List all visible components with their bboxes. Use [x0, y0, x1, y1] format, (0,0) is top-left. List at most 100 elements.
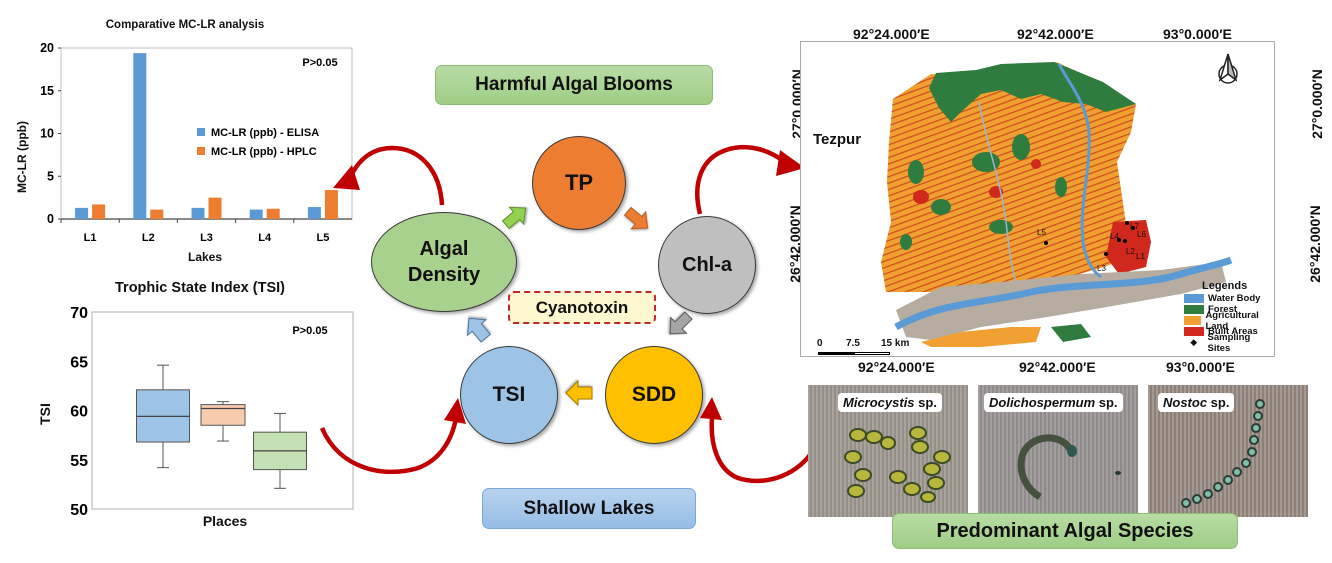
- site-label-l1: L1: [1136, 252, 1145, 261]
- built-swatch: [1184, 327, 1204, 336]
- forest-patches: [900, 134, 1067, 250]
- lat-label-right-1: 27°0.000′N: [1309, 69, 1325, 139]
- y-tick-label: 0: [47, 212, 54, 226]
- predominant-species-banner: Predominant Algal Species: [892, 513, 1238, 549]
- site-label-l7: L7: [1130, 222, 1139, 231]
- x-tick-label: L3: [200, 232, 213, 244]
- node-sdd: SDD: [605, 346, 703, 444]
- bar-elisa-l5: [307, 207, 321, 219]
- map-legend: Legends Water Body Forest Agricultural L…: [1184, 280, 1274, 354]
- label-nostoc: Nostoc sp.: [1158, 393, 1235, 412]
- lon-label-top-2: 92°42.000′E: [1017, 26, 1094, 42]
- node-tsi: TSI: [460, 346, 558, 444]
- map-frame: L5 L4 L7 L6 L2 L1 L3 Tezpur 0 7.5 15 km …: [800, 41, 1275, 357]
- bar-hplc-l4: [266, 208, 280, 219]
- legend-swatch: [197, 147, 205, 155]
- genus-dolichospermum: Dolichospermum: [989, 395, 1096, 410]
- lon-label-top-1: 92°24.000′E: [853, 26, 930, 42]
- y-tick-label: 65: [70, 354, 88, 371]
- legend-swatch: [197, 128, 205, 136]
- node-tp-label: TP: [564, 170, 594, 195]
- block-arrow-sdd-to-tsi: [565, 379, 593, 407]
- forest-swatch: [1184, 305, 1204, 314]
- cyanotoxin-label: Cyanotoxin: [535, 297, 629, 317]
- tsi-chart-title: Trophic State Index (TSI): [115, 280, 285, 296]
- x-tick-label: L5: [316, 232, 329, 244]
- harmful-algal-blooms-text: Harmful Algal Blooms: [475, 74, 673, 95]
- node-tsi-label: TSI: [492, 383, 526, 406]
- tsi-x-label: Places: [202, 513, 248, 529]
- water-swatch: [1184, 294, 1204, 303]
- bar-hplc-l1: [92, 204, 106, 219]
- land-use-map: [881, 62, 1233, 347]
- node-chla: Chl-a: [658, 216, 756, 314]
- legend-label-sites: Sampling Sites: [1207, 331, 1251, 354]
- label-dolichospermum: Dolichospermum sp.: [984, 393, 1123, 412]
- micrograph-nostoc: Nostoc sp.: [1148, 385, 1308, 517]
- node-chla-label: Chl-a: [682, 253, 732, 276]
- box-2: [200, 404, 246, 426]
- legend-item-forest: Forest: [1184, 304, 1274, 315]
- block-arrow-tsi-to-algal: [466, 317, 492, 343]
- scale-7-5: 7.5: [846, 338, 860, 349]
- bar-hplc-l3: [208, 197, 222, 219]
- legend-label-built: Built Areas: [1208, 326, 1258, 337]
- legend-label-agri: Agricultural Land: [1205, 309, 1259, 332]
- lon-label-bottom-2: 92°42.000′E: [1019, 359, 1096, 375]
- south-forest: [1051, 324, 1091, 342]
- node-sdd-label: SDD: [631, 383, 677, 406]
- y-tick-label: 60: [70, 404, 88, 421]
- node-algal-density: Algal Density: [371, 212, 517, 312]
- bar-hplc-l2: [150, 209, 164, 219]
- dolichospermum-filament: [1017, 434, 1121, 501]
- site-label-l2: L2: [1126, 247, 1135, 256]
- label-microcystis: Microcystis sp.: [838, 393, 942, 412]
- lon-label-top-3: 93°0.000′E: [1163, 26, 1232, 42]
- bar-elisa-l3: [191, 207, 205, 219]
- legend-label: MC-LR (ppb) - ELISA: [211, 127, 319, 139]
- y-tick-label: 5: [47, 169, 54, 183]
- river-west: [978, 101, 1017, 283]
- mclr-chart: Comparative MC-LR analysis MC-LR (ppb) L…: [0, 0, 360, 270]
- built-areas: [913, 159, 1151, 274]
- plot-area: [91, 311, 354, 510]
- bar-elisa-l4: [249, 209, 263, 219]
- genus-nostoc: Nostoc: [1163, 395, 1208, 410]
- block-arrow-algal-to-tp: [501, 206, 527, 230]
- harmful-algal-blooms-banner: Harmful Algal Blooms: [435, 65, 713, 105]
- legend-label-water: Water Body: [1208, 293, 1261, 304]
- suffix-sp: sp.: [1207, 395, 1230, 410]
- node-tp: TP: [532, 136, 626, 230]
- y-tick-label: 50: [70, 502, 88, 519]
- sampling-site-icon: ◆: [1190, 337, 1198, 347]
- site-label-l3: L3: [1097, 264, 1106, 273]
- x-tick-label: L2: [142, 232, 155, 244]
- node-algal-label-2: Density: [407, 264, 481, 286]
- site-label-l6: L6: [1137, 230, 1146, 239]
- bar-elisa-l1: [75, 207, 89, 219]
- nostoc-filament: [1181, 399, 1265, 508]
- legend-label-forest: Forest: [1208, 304, 1238, 315]
- y-tick-label: 70: [70, 305, 88, 322]
- node-algal-label-1: Algal: [419, 238, 469, 260]
- place-label-tezpur: Tezpur: [813, 131, 862, 148]
- micrograph-microcystis: Microcystis sp.: [808, 385, 968, 517]
- bar-elisa-l2: [133, 53, 147, 219]
- suffix-sp: sp.: [914, 395, 937, 410]
- predominant-species-text: Predominant Algal Species: [936, 519, 1194, 542]
- shallow-lakes-text: Shallow Lakes: [523, 497, 655, 519]
- y-tick-label: 55: [70, 453, 88, 470]
- suffix-sp: sp.: [1095, 395, 1118, 410]
- scale-bar-black: [818, 352, 854, 355]
- legend-item-sites: ◆ Sampling Sites: [1184, 332, 1274, 354]
- p-value-annotation: P>0.05: [292, 325, 327, 337]
- legend-item-water: Water Body: [1184, 293, 1274, 304]
- site-label-l4: L4: [1110, 232, 1119, 241]
- block-arrow-chla-to-sdd: [669, 311, 693, 335]
- site-label-l5: L5: [1037, 228, 1046, 237]
- river-north: [1057, 63, 1102, 279]
- genus-microcystis: Microcystis: [843, 395, 915, 410]
- curved-arrow-species-to-sdd: [700, 397, 817, 484]
- river-brahmaputra: [894, 256, 1233, 331]
- y-tick-label: 15: [40, 84, 54, 98]
